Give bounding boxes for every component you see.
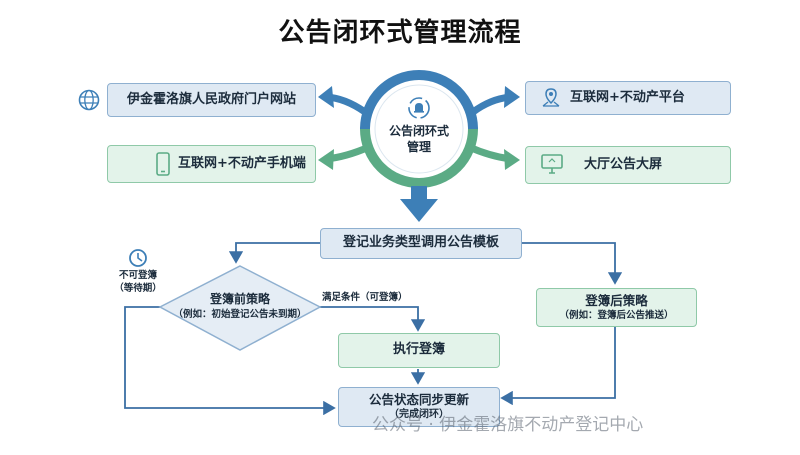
not-allowed-line2: （等待期） [114,282,162,294]
monitor-icon [540,153,564,175]
watermark: 公众号 · 伊金霍洛旗不动产登记中心 [372,415,644,435]
post-strategy-example: （例如：登簿后公告推送） [559,310,674,322]
channel-platform: 互联网+不动产平台 [525,81,731,115]
pre-strategy-example: （例如：初始登记公告未到期） [173,309,307,321]
down-arrow [400,186,438,222]
map-pin-icon [540,87,562,109]
condition-met-note: 满足条件（可登簿） [322,292,408,303]
template-step: 登记业务类型调用公告模板 [320,228,522,259]
channel-gov-site: 伊金霍洛旗人民政府门户网站 [107,83,316,117]
not-allowed-line1: 不可登簿 [118,270,157,281]
center-ring [360,70,478,188]
not-allowed-note: 不可登簿 （等待期） [112,270,164,296]
clock-icon [129,249,147,267]
sync-step: 公告状态同步更新 （完成闭环） [338,387,500,427]
channel-screen: 大厅公告大屏 [525,146,731,184]
center-label: 公告闭环式 管理 [379,124,459,155]
sync-subtitle: （完成闭环） [389,409,449,421]
page-title: 公告闭环式管理流程 [278,18,522,48]
bell-icon [407,96,431,120]
decision-diamond [158,265,322,351]
pre-strategy-label: 登簿前策略 （例如：初始登记公告未到期） [170,291,310,322]
channel-platform-label: 互联网+不动产平台 [570,89,685,105]
channel-mobile: 互联网+不动产手机端 [107,145,316,183]
execute-step: 执行登簿 [338,333,500,368]
sync-title: 公告状态同步更新 [368,392,469,408]
pre-strategy-title: 登簿前策略 [209,292,270,306]
globe-icon [77,88,101,112]
post-strategy-title: 登簿后策略 [585,292,648,308]
channel-arrows [318,86,520,170]
phone-icon [155,152,171,176]
center-label-line2: 管理 [406,139,431,154]
center-label-line1: 公告闭环式 [388,124,449,138]
post-strategy-step: 登簿后策略 （例如：登簿后公告推送） [536,288,697,327]
channel-mobile-label: 互联网+不动产手机端 [178,155,306,171]
channel-screen-label: 大厅公告大屏 [584,156,663,172]
